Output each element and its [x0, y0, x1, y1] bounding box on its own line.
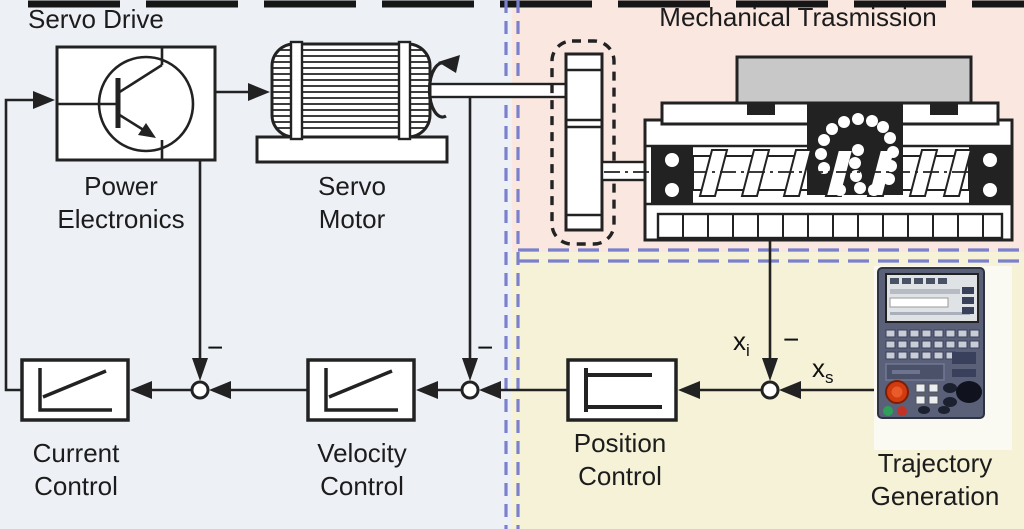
- power-electronics-label: Power Electronics: [57, 171, 185, 234]
- rotation-arrow-icon: [427, 55, 460, 119]
- power-electronics-block: [55, 45, 217, 162]
- vertical-divider: [504, 0, 520, 529]
- cnc-dark-keys: [918, 383, 957, 414]
- cnc-controller-icon: [874, 266, 1012, 450]
- arrow-into-motor: [248, 83, 270, 101]
- recirculating-balls: [815, 113, 899, 196]
- pi-controller-icon: [324, 368, 398, 412]
- position-junction-minus: −: [783, 324, 800, 355]
- work-table: [735, 55, 973, 105]
- signal-arrowheads: [130, 381, 801, 399]
- arrow-into-position-junction: [762, 358, 778, 381]
- current-control-label: Current Control: [32, 438, 120, 501]
- red-button: [897, 406, 907, 416]
- current-control-block: [20, 358, 130, 422]
- jog-dial: [956, 381, 982, 403]
- current-junction-minus: −: [207, 332, 224, 363]
- current-loop-line: [4, 98, 36, 392]
- velocity-control-label: Velocity Control: [317, 438, 407, 501]
- position-control-block: [566, 358, 678, 422]
- emergency-stop-button: [885, 380, 909, 404]
- transistor-icon: [57, 47, 195, 160]
- current-summing-junction: [190, 380, 210, 400]
- velocity-control-block: [306, 358, 416, 422]
- p-controller-icon: [584, 368, 662, 412]
- cnc-keypad: [885, 329, 980, 360]
- gearbox-coupling-icon: [550, 39, 650, 246]
- position-feedback-signal-label: xi: [733, 326, 750, 360]
- linear-scale: [656, 212, 1004, 240]
- trajectory-generation-label: Trajectory Generation: [870, 448, 1000, 511]
- servo-drive-title: Servo Drive: [28, 4, 164, 34]
- cnc-screen: [885, 273, 979, 323]
- cnc-white-keys: [915, 383, 939, 405]
- arrow-into-velocity-junction: [462, 358, 478, 381]
- pi-controller-icon: [38, 368, 112, 412]
- position-control-label: Position Control: [573, 428, 667, 491]
- velocity-summing-junction: [460, 380, 480, 400]
- servo-motor-label: Servo Motor: [318, 171, 386, 234]
- arrow-into-power-electronics: [33, 91, 55, 109]
- position-setpoint-signal-label: xs: [812, 353, 834, 387]
- mechanical-transmission-title: Mechanical Trasmission: [659, 2, 937, 32]
- green-button: [883, 406, 893, 416]
- arrow-into-current-junction: [192, 358, 208, 381]
- servo-motor-icon: [255, 40, 572, 164]
- ballscrew-assembly-icon: [604, 55, 1014, 242]
- velocity-junction-minus: −: [477, 332, 494, 363]
- position-summing-junction: [760, 380, 780, 400]
